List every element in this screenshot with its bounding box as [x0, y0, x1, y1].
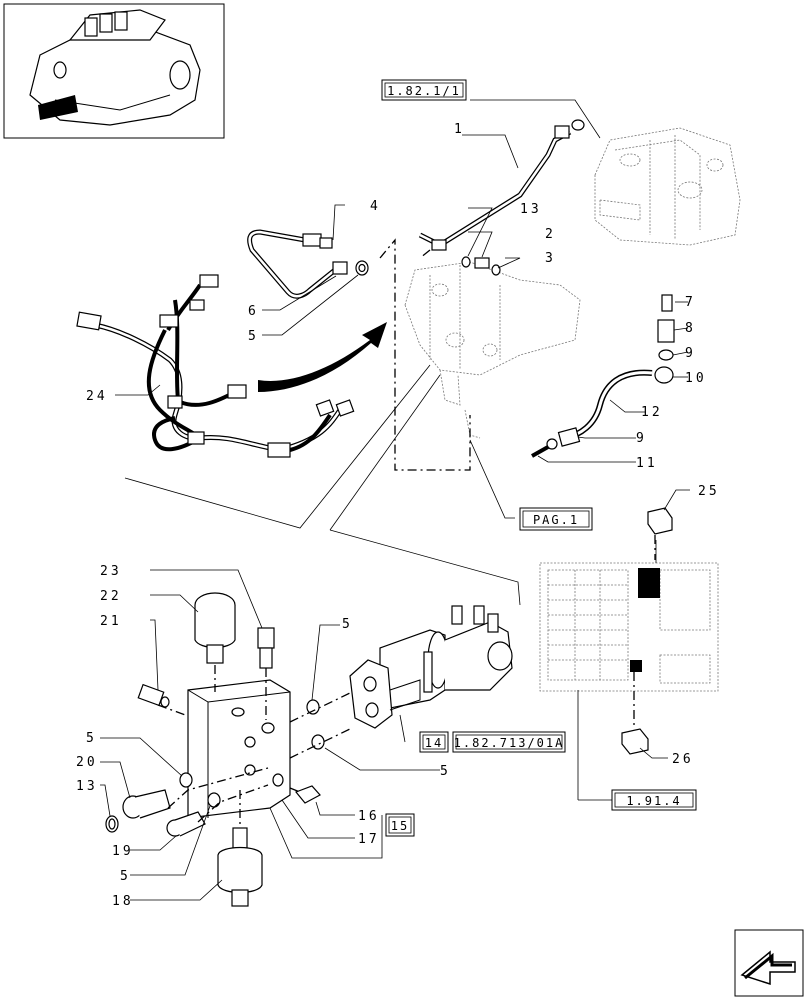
- callout-4: 4: [370, 199, 381, 214]
- callout-6: 6: [248, 304, 259, 319]
- assembly-direction-arrow: [258, 322, 387, 392]
- ref-label: 1.82.1/1: [387, 84, 461, 98]
- sensor-23: [257, 627, 275, 669]
- callout-24: 24: [86, 389, 108, 404]
- plug-16: [295, 785, 321, 804]
- relay-26-slot: [630, 660, 642, 672]
- callout-10: 10: [685, 371, 707, 386]
- callout-9: 9: [685, 346, 696, 361]
- callout-25: 25: [698, 484, 720, 499]
- actuator-cylinder: [349, 605, 513, 729]
- relay-25: [647, 507, 673, 535]
- callout-23: 23: [100, 564, 122, 579]
- plug-19: [166, 811, 206, 837]
- callout-16: 16: [358, 809, 380, 824]
- callout-8: 8: [685, 321, 696, 336]
- callout-18: 18: [112, 894, 134, 909]
- highlight-marker: [38, 95, 78, 120]
- next-page-arrow-icon[interactable]: [734, 929, 804, 997]
- callout-12: 12: [641, 405, 663, 420]
- callout-9: 9: [636, 431, 647, 446]
- callout-5: 5: [440, 764, 451, 779]
- ref-box-14[interactable]: 14: [419, 731, 449, 753]
- brake-pipe: [247, 229, 369, 299]
- callout-7: 7: [685, 295, 696, 310]
- control-valve-ghost: [594, 127, 741, 246]
- ref-box-15[interactable]: 15: [385, 813, 415, 837]
- solenoid-valve-block: [187, 679, 291, 819]
- callout-26: 26: [672, 752, 694, 767]
- washers-5: [179, 699, 325, 808]
- ref-label: 1.82.713/01A: [454, 736, 565, 750]
- callout-labels: 1 2 3 4 5 5 5 5 5 6 7 8 9 9 10 11 12 13 …: [76, 122, 720, 909]
- callout-5: 5: [342, 617, 353, 632]
- tractor-housing-thumbnail-icon: [29, 9, 201, 126]
- relay-26: [621, 728, 649, 755]
- ref-label: 14: [425, 736, 443, 750]
- callout-19: 19: [112, 844, 134, 859]
- fuse-box-ghost: [539, 562, 719, 692]
- callout-21: 21: [100, 614, 122, 629]
- callout-11: 11: [636, 456, 658, 471]
- callout-5: 5: [248, 329, 259, 344]
- callout-1: 1: [454, 122, 465, 137]
- seal-13: [105, 815, 119, 833]
- ref-label: 15: [391, 819, 409, 833]
- callout-2: 2: [545, 227, 556, 242]
- solenoid-18: [217, 827, 263, 907]
- callout-5: 5: [86, 731, 97, 746]
- plug-20: [122, 789, 171, 819]
- solenoid-22: [194, 592, 236, 664]
- pipe-fittings: [461, 256, 501, 276]
- ref-label: PAG.1: [533, 513, 579, 527]
- ref-label: 1.91.4: [626, 794, 681, 808]
- sensor-21: [137, 683, 170, 708]
- ref-box-1-82-1-1[interactable]: 1.82.1/1: [381, 79, 467, 101]
- callout-13: 13: [520, 202, 542, 217]
- callout-3: 3: [545, 251, 556, 266]
- relay-25-slot: [638, 568, 660, 598]
- leader-lines: [100, 134, 690, 901]
- callout-13: 13: [76, 779, 98, 794]
- hydraulic-pipe-1: [418, 119, 585, 251]
- sensor-hose-assembly: [531, 294, 675, 458]
- ref-box-pag-1[interactable]: PAG.1: [519, 507, 593, 531]
- callout-5: 5: [120, 869, 131, 884]
- wiring-harness: [76, 274, 355, 458]
- callout-17: 17: [358, 832, 380, 847]
- thumbnail-frame: [3, 3, 225, 139]
- assembly-lines: [157, 238, 656, 828]
- callout-22: 22: [100, 589, 122, 604]
- reference-lines: [124, 99, 601, 606]
- callout-20: 20: [76, 755, 98, 770]
- ref-box-1-82-713-01a[interactable]: 1.82.713/01A: [452, 731, 566, 753]
- ref-box-1-91-4[interactable]: 1.91.4: [611, 789, 697, 811]
- hydraulic-block-ghost: [404, 261, 581, 439]
